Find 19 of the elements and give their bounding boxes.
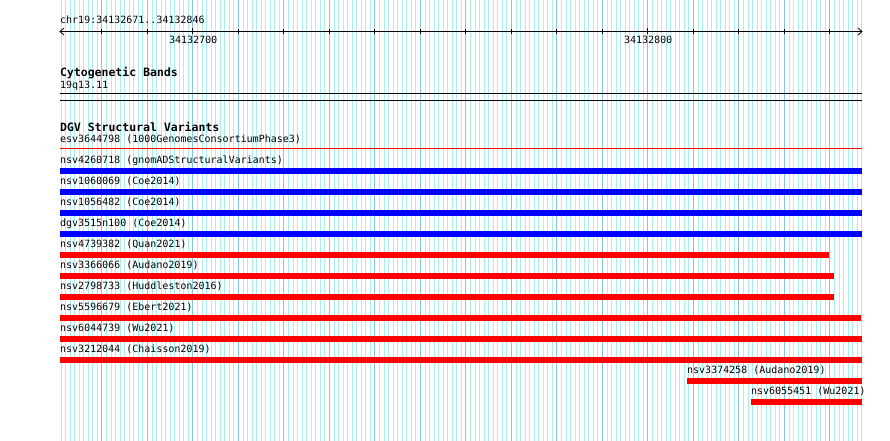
variant-label: nsv3212044 (Chaisson2019) xyxy=(60,344,212,356)
variant-label: nsv1056482 (Coe2014) xyxy=(60,197,182,209)
variant-label: nsv2798733 (Huddleston2016) xyxy=(60,281,224,293)
variant-label: nsv1060069 (Coe2014) xyxy=(60,176,182,188)
variant-label: dgv3515n100 (Coe2014) xyxy=(60,218,188,230)
band-label: 19q13.11 xyxy=(60,80,110,92)
track-heading: Cytogenetic Bands xyxy=(60,66,179,79)
tick-label: 34132700 xyxy=(169,35,218,47)
variant-label: nsv5596679 (Ebert2021) xyxy=(60,302,194,314)
variant-label: nsv4739382 (Quan2021) xyxy=(60,239,188,251)
variant-label: nsv3374258 (Audano2019) xyxy=(687,365,826,377)
variant-label: esv3644798 (1000GenomesConsortiumPhase3) xyxy=(60,134,302,146)
variant-label: nsv3366066 (Audano2019) xyxy=(60,260,200,272)
region-coordinates: chr19:34132671..34132846 xyxy=(60,15,204,27)
track-heading: DGV Structural Variants xyxy=(60,121,220,134)
variant-label: nsv6055451 (Wu2021) xyxy=(751,386,866,398)
variant-label: nsv4260718 (gnomADStructuralVariants) xyxy=(60,155,284,167)
tick-label: 34132800 xyxy=(624,35,672,47)
variant-label: nsv6044739 (Wu2021) xyxy=(60,323,176,335)
